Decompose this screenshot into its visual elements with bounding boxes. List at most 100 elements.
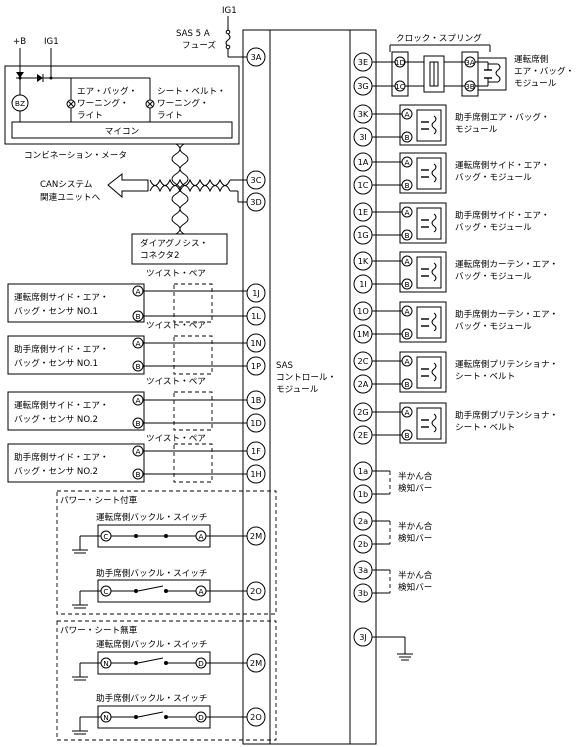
diag-label-2: コネクタ2 (140, 250, 180, 261)
sensor-4-line1: 助手席側サイド・エア・ (14, 451, 109, 463)
clock-pin-3a: 3A (465, 58, 475, 67)
can-label-2: 関連ユニットへ (40, 191, 101, 203)
pin-1j: 1J (252, 288, 260, 298)
module-5-pin-b: B (404, 330, 409, 339)
pin-1b: 1B (251, 395, 262, 405)
ig1-fuse-circuit: IG1 SAS 5 A フューズ (176, 6, 247, 58)
sensor-1-pin-b: B (135, 312, 140, 321)
sensor-3-pin-b: B (135, 419, 140, 428)
pin-3k: 3K (358, 109, 369, 119)
module-4-line1: 運転席側カーテン・エア・ (455, 258, 558, 270)
diag-label-1: ダイアグノシス・ (140, 237, 208, 249)
module-3-pin-b: B (404, 231, 409, 240)
pin-1n: 1N (250, 338, 261, 348)
module-3-pin-a: A (404, 208, 409, 217)
sensor-2-pin-b: B (135, 362, 140, 371)
pin-2b-lower: 2b (358, 539, 368, 549)
without-driver-label: 運転席側バックル・スイッチ (96, 638, 207, 650)
module-4-pin-b: B (404, 280, 409, 289)
sas-control-module: SAS コントロール・ モジュール (242, 29, 377, 745)
module-driver-pretensioner: A B 運転席側プリテンショナ・ シート・ベルト (372, 351, 558, 393)
clock-pin-1c: 1C (395, 82, 405, 91)
seatbelt-warning-1: シート・ベルト・ (157, 87, 226, 97)
twist-label-3: ツイスト・ペア (146, 377, 206, 387)
pin-1a-lower: 1a (358, 466, 368, 476)
module-passenger-airbag: A B 助手席側エア・バッグ・ モジュール (372, 104, 550, 146)
sensor-3-line2: バッグ・センサ NO.2 (14, 413, 98, 425)
sensor-1-line2: バッグ・センサ NO.1 (14, 305, 98, 317)
airbag-warning-2: ワーニング・ (77, 97, 129, 109)
module-driver-airbag: 運転席側 エア・バッグ・ モジュール (475, 53, 574, 91)
sensor-3-pin-a: A (135, 396, 140, 405)
power-seat-without-group: パワー・シート無車 運転席側バックル・スイッチ N D 助手席側バックル・スイッ… (56, 620, 277, 741)
module-2-pin-a: A (404, 158, 409, 167)
sas-label-1: SAS (276, 361, 293, 371)
clock-spring: クロック・スプリング 1D 1C 3A 3B (372, 32, 491, 97)
module-passenger-side-airbag: A B 助手席側サイド・エア・ バッグ・モジュール (372, 202, 550, 244)
with-passenger-pin1: C (103, 587, 108, 596)
module-1-pin-b: B (404, 133, 409, 142)
microcomputer-label: マイコン (105, 127, 139, 137)
module-1-line1: 助手席側エア・バッグ・ (455, 111, 550, 123)
without-passenger-pin1: N (103, 713, 109, 722)
pin-3d: 3D (250, 197, 262, 207)
twist-label-4: ツイスト・ペア (146, 434, 206, 444)
pin-3e: 3E (358, 57, 368, 67)
pin-2a: 2A (358, 379, 369, 389)
sensor-2-line2: バッグ・センサ NO.1 (14, 357, 98, 369)
ig1-top-label: IG1 (222, 6, 237, 16)
module-6-line1: 運転席側プリテンショナ・ (455, 358, 558, 370)
with-passenger-pin2: A (198, 587, 203, 596)
pin-3g: 3G (357, 81, 369, 91)
half-engage-2-line2: 検知バー (398, 532, 432, 544)
plus-b-label: +B (13, 37, 26, 47)
sensor-1-line1: 運転席側サイド・エア・ (14, 291, 109, 303)
fuse-label-2: フューズ (182, 39, 216, 51)
clock-pin-1d: 1D (395, 58, 406, 67)
ground-3j (372, 636, 413, 661)
half-engage-bar-3: 半かん合 検知バー (372, 569, 433, 594)
pin-2o-a: 2O (250, 586, 262, 596)
pin-2o-b: 2O (250, 712, 262, 722)
airbag-warning-3: ライト (77, 110, 103, 121)
with-passenger-label: 助手席側バックル・スイッチ (96, 567, 207, 579)
sensor-1-pin-a: A (135, 287, 140, 296)
sensor-4: ツイスト・ペア 助手席側サイド・エア・ バッグ・センサ NO.2 A B (7, 434, 247, 483)
pin-3j: 3J (359, 632, 367, 642)
half-engage-2-line1: 半かん合 (398, 520, 433, 532)
sensor-2: ツイスト・ペア 助手席側サイド・エア・ バッグ・センサ NO.1 A B (7, 321, 247, 375)
module-2-line2: バッグ・モジュール (455, 171, 532, 183)
buzzer-label: BZ (15, 99, 25, 108)
pin-1d: 1D (250, 418, 262, 428)
clock-spring-label: クロック・スプリング (396, 32, 482, 44)
pin-1h: 1H (250, 469, 261, 479)
module-5-pin-a: A (404, 307, 409, 316)
module-3-line1: 助手席側サイド・エア・ (455, 209, 550, 221)
sensor-2-pin-a: A (135, 339, 140, 348)
with-driver-pin1: C (103, 532, 108, 541)
without-driver-pin1: N (103, 659, 109, 668)
sensor-4-pin-a: A (135, 447, 140, 456)
module-4-pin-a: A (404, 257, 409, 266)
module-6-pin-a: A (404, 357, 409, 366)
can-label-1: CANシステム (40, 179, 93, 190)
module-passenger-pretensioner: A B 助手席側プリテンショナ・ シート・ベルト (372, 402, 558, 444)
module-2-pin-b: B (404, 181, 409, 190)
without-passenger-pin2: D (198, 713, 204, 722)
twist-label-2: ツイスト・ペア (146, 321, 206, 331)
pin-3c: 3C (251, 175, 262, 185)
module-3-line2: バッグ・モジュール (455, 221, 532, 233)
sensor-2-line1: 助手席側サイド・エア・ (14, 343, 109, 355)
half-engage-3-line2: 検知バー (398, 581, 432, 593)
sensor-4-pin-b: B (135, 470, 140, 479)
sensor-1: ツイスト・ペア 運転席側サイド・エア・ バッグ・センサ NO.1 A B (7, 269, 247, 323)
module-7-line1: 助手席側プリテンショナ・ (455, 409, 558, 421)
power-seat-with-group: パワー・シート付車 運転席側バックル・スイッチ C A 助手席側バックル・スイッ… (56, 490, 277, 615)
module-6-pin-b: B (404, 380, 409, 389)
can-arrow-icon (107, 172, 149, 199)
sensor-4-line2: バッグ・センサ NO.2 (14, 465, 98, 477)
with-driver-pin2: A (198, 532, 203, 541)
combination-meter-label: コンビネーション・メータ (24, 150, 127, 161)
module-1-line2: モジュール (455, 125, 498, 135)
pin-1b-lower: 1b (358, 489, 368, 499)
